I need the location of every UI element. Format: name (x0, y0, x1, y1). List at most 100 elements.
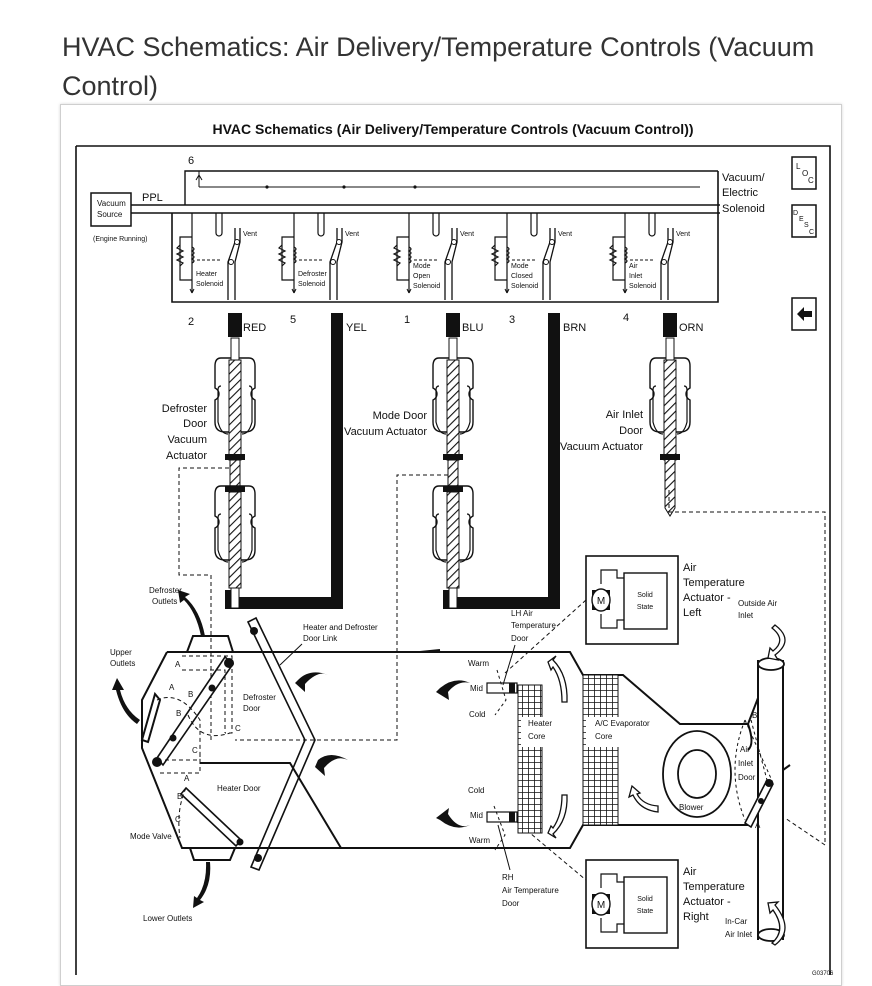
defroster-actuator-label: Actuator (166, 450, 207, 462)
incar-air-label: Air Inlet (725, 930, 753, 939)
defroster-door-label: Defroster (243, 693, 276, 702)
hose-label-blu: BLU (462, 322, 483, 334)
desc-letter: D (793, 210, 798, 217)
upper-outlets-label: Upper (110, 648, 132, 657)
terminal-number: 5 (290, 314, 296, 326)
desc-button[interactable]: D E S C (791, 204, 817, 238)
rh-door-label: RH (502, 873, 514, 882)
vent-label: Vent (243, 231, 257, 238)
solenoid-label: Solenoid (629, 283, 656, 290)
door-link-label: Heater and Defroster (303, 623, 378, 632)
solenoid-housing (171, 171, 719, 303)
desc-letter: E (799, 216, 804, 223)
solid-state-label: Solid (637, 592, 653, 599)
coil-icon (407, 246, 412, 264)
defroster-door-label: Door (243, 704, 261, 713)
resistor-icon (277, 244, 287, 267)
motor-label: M (597, 900, 605, 911)
hose-label-red: RED (243, 322, 266, 334)
vent-label: Vent (460, 231, 474, 238)
mid-label: Mid (470, 684, 483, 693)
solenoid-label: Inlet (629, 273, 642, 280)
solenoid-label: Air (629, 263, 638, 270)
motor-icon (591, 588, 611, 612)
air-inlet-door-label: Door (738, 773, 756, 782)
position-c: C (192, 746, 198, 755)
coil-icon (292, 246, 297, 264)
warm-label: Warm (469, 836, 490, 845)
loc-letter: C (808, 176, 814, 185)
loc-icon[interactable] (791, 156, 817, 190)
solenoid-assembly-label: Vacuum/ (722, 172, 766, 184)
resistor-icon (392, 244, 402, 267)
solenoid-label: Defroster (298, 271, 327, 278)
position-a: A (755, 821, 761, 830)
solenoid-label: Solenoid (196, 281, 223, 288)
position-b: B (176, 709, 181, 718)
mode-valve-label: Mode Valve (130, 832, 172, 841)
coil-icon (505, 246, 510, 264)
solenoid-label: Mode (511, 263, 529, 270)
lh-door-label: Door (511, 634, 529, 643)
air-inlet-door-label: Inlet (738, 759, 754, 768)
mode-actuator-label: Vacuum Actuator (344, 426, 427, 438)
mid-label: Mid (470, 811, 483, 820)
defroster-vacuum-actuator (214, 337, 256, 609)
solid-state-label: State (637, 908, 653, 915)
arrow-left-icon[interactable] (797, 307, 812, 321)
evaporator-label: A/C Evaporator (595, 719, 650, 728)
evaporator-label: Core (595, 732, 613, 741)
back-button[interactable] (791, 297, 817, 331)
terminal-number: 4 (623, 312, 629, 324)
desc-icon[interactable] (791, 204, 817, 238)
airflow-arrows (112, 590, 470, 908)
motor-icon (591, 892, 611, 916)
position-b: B (752, 711, 757, 720)
desc-letter: S (804, 222, 809, 229)
position-a: A (184, 774, 190, 783)
position-a: A (169, 683, 175, 692)
distribution-case (140, 635, 441, 861)
temp-actuator-label: Air (683, 866, 697, 878)
defroster-outlets-label: Outlets (152, 597, 177, 606)
lh-door-label: Temperature (511, 621, 556, 630)
resistor-icon (608, 244, 618, 267)
solenoid-label: Open (413, 273, 430, 280)
solenoid-label: Heater (196, 271, 218, 278)
solid-state-label: State (637, 604, 653, 611)
diagram-border (76, 145, 831, 975)
air-inlet-door (743, 778, 775, 829)
loc-button[interactable]: L O C (791, 156, 817, 190)
temp-actuator-label: Right (683, 911, 709, 923)
motor-label: M (597, 596, 605, 607)
resistor-icon (175, 244, 185, 267)
warm-label: Warm (468, 659, 489, 668)
blower-label: Blower (679, 803, 704, 812)
heater-door-label: Heater Door (217, 784, 261, 793)
solenoid-assembly-label: Electric (722, 187, 759, 199)
outside-air-label: Inlet (738, 611, 754, 620)
diagram-title: HVAC Schematics (Air Delivery/Temperatur… (212, 121, 693, 137)
heater-core-label: Core (528, 732, 546, 741)
figure-id: G03706 (812, 971, 834, 975)
solenoid-assembly-label: Solenoid (722, 203, 765, 215)
position-b: B (177, 792, 182, 801)
vent-label: Vent (345, 231, 359, 238)
terminal-number: 1 (404, 314, 410, 326)
temp-actuator-label: Actuator - (683, 896, 731, 908)
loc-letter: L (796, 162, 801, 171)
lh-door-label: LH Air (511, 609, 533, 618)
vacuum-source-label: Source (97, 210, 123, 219)
defroster-outlets-label: Defroster (149, 586, 182, 595)
position-c: C (175, 815, 181, 824)
incar-air-label: In-Car (725, 917, 748, 926)
vent-label: Vent (676, 231, 690, 238)
cold-label: Cold (469, 710, 485, 719)
resistor-icon (490, 244, 500, 267)
solenoid-label: Mode (413, 263, 431, 270)
loc-letter: O (802, 169, 808, 178)
